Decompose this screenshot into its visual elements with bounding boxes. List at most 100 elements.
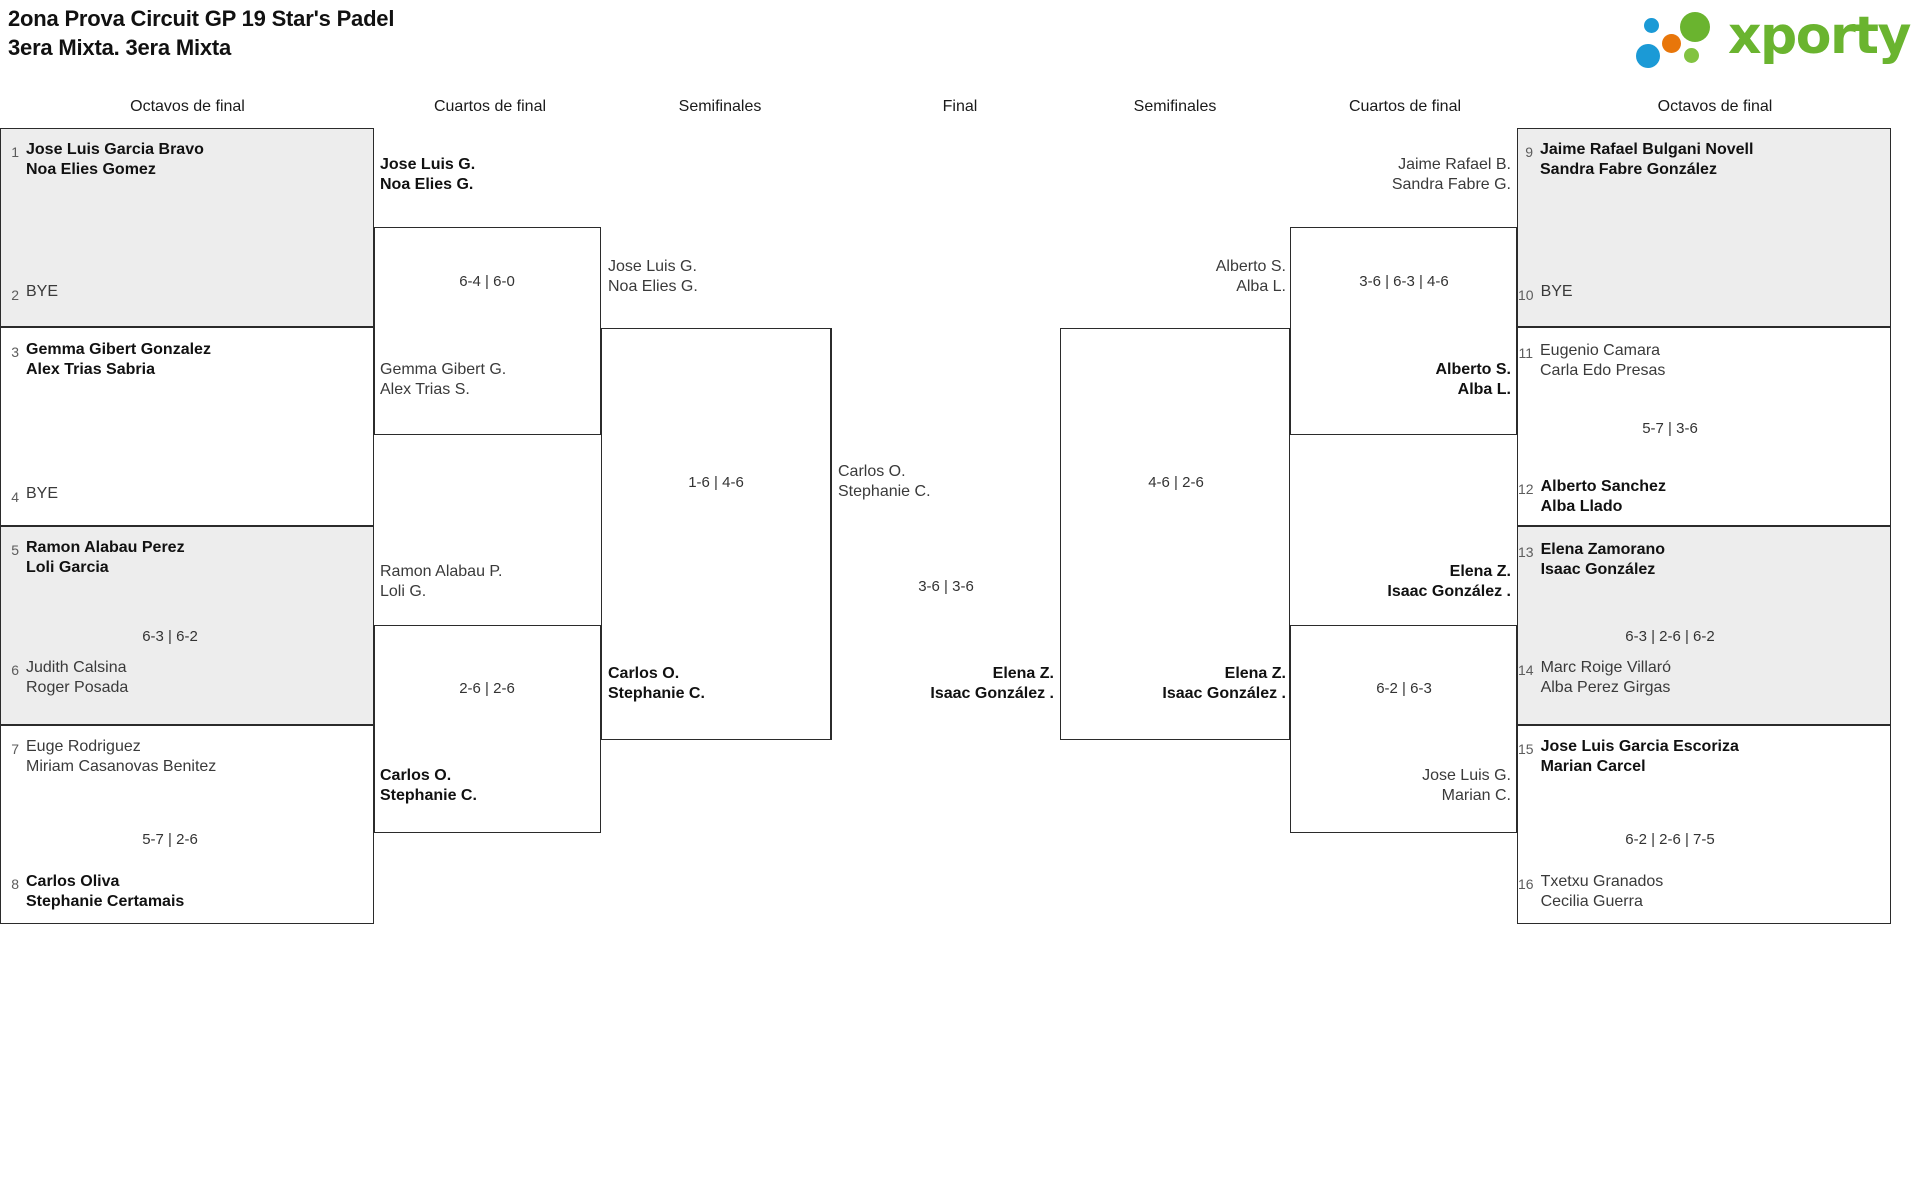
- seed-number: 8: [11, 876, 19, 892]
- team-names: Gemma Gibert G.Alex Trias S.: [380, 361, 507, 398]
- seed-number: 4: [11, 489, 19, 505]
- seed-number: 12: [1518, 481, 1534, 497]
- seed-number: 1: [11, 144, 19, 160]
- team-names: Jose Luis G.Marian C.: [1422, 767, 1511, 804]
- left-qf-score-1: 6-4 | 6-0: [459, 273, 515, 290]
- logo-dot-green-small: [1684, 48, 1699, 63]
- team-names: Jaime Rafael B.Sandra Fabre G.: [1391, 156, 1511, 193]
- right-r16-match-4[interactable]: [1517, 725, 1891, 924]
- seed-number: 10: [1518, 287, 1534, 303]
- round-header-left-sf: Semifinales: [678, 98, 762, 115]
- right-qf-score-1: 3-6 | 6-3 | 4-6: [1359, 273, 1449, 290]
- right-r16-match-2[interactable]: [1517, 327, 1891, 526]
- logo-wordmark: xporty: [1728, 6, 1911, 66]
- final-left-finalist[interactable]: Carlos O.Stephanie C.: [838, 462, 931, 501]
- right-r16-entry-10[interactable]: 10 BYE: [1518, 283, 1573, 303]
- left-sf-entry-2[interactable]: Carlos O.Stephanie C.: [608, 664, 705, 703]
- team-names: Alberto S.Alba L.: [1435, 361, 1511, 398]
- right-sf-entry-2[interactable]: Elena Z.Isaac González .: [1064, 664, 1286, 703]
- team-names: Jose Luis G.Noa Elies G.: [608, 258, 698, 295]
- right-r16-score-3: 6-3 | 2-6 | 6-2: [1625, 628, 1715, 645]
- left-qf-match-1[interactable]: [374, 227, 601, 435]
- left-sf-match-1[interactable]: [601, 328, 831, 740]
- left-r16-entry-4[interactable]: 4 BYE: [4, 485, 58, 505]
- seed-number: 15: [1518, 741, 1534, 757]
- right-r16-score-4: 6-2 | 2-6 | 7-5: [1625, 831, 1715, 848]
- left-r16-entry-2[interactable]: 2 BYE: [4, 283, 58, 303]
- seed-number: 13: [1518, 544, 1534, 560]
- team-names: Carlos O.Stephanie C.: [608, 665, 705, 702]
- seed-number: 7: [11, 741, 19, 757]
- right-qf-score-2: 6-2 | 6-3: [1376, 680, 1432, 697]
- seed-number: 5: [11, 542, 19, 558]
- seed-number: 14: [1518, 662, 1534, 678]
- left-qf-entry-2[interactable]: Gemma Gibert G.Alex Trias S.: [380, 360, 506, 399]
- right-qf-entry-2[interactable]: Alberto S.Alba L.: [1292, 360, 1511, 399]
- team-names: Ramon Alabau P.Loli G.: [380, 563, 503, 600]
- round-header-final: Final: [942, 98, 978, 115]
- bye-label: BYE: [26, 485, 59, 502]
- left-qf-match-2[interactable]: [374, 625, 601, 833]
- right-qf-entry-4[interactable]: Jose Luis G.Marian C.: [1292, 766, 1511, 805]
- tournament-title: 2ona Prova Circuit GP 19 Star's Padel: [8, 6, 395, 31]
- left-r16-match-3[interactable]: [0, 526, 374, 725]
- seed-number: 9: [1525, 144, 1533, 160]
- seed-number: 11: [1518, 345, 1533, 361]
- team-names: Elena Z.Isaac González .: [1387, 563, 1511, 600]
- left-r16-match-1[interactable]: [0, 128, 374, 327]
- right-r16-match-3[interactable]: [1517, 526, 1891, 725]
- round-header-left-qf: Cuartos de final: [433, 98, 547, 115]
- round-header-right-r16: Octavos de final: [1657, 98, 1773, 115]
- right-qf-match-2[interactable]: [1290, 625, 1517, 833]
- right-sf-match-1[interactable]: [1060, 328, 1290, 740]
- right-qf-entry-3[interactable]: Elena Z.Isaac González .: [1292, 562, 1511, 601]
- right-r16-match-1[interactable]: [1517, 128, 1891, 327]
- team-names: Elena Z.Isaac González .: [1162, 665, 1286, 702]
- bye-label: BYE: [1540, 283, 1573, 300]
- team-names: Jose Luis G.Noa Elies G.: [380, 156, 476, 193]
- left-qf-entry-1[interactable]: Jose Luis G.Noa Elies G.: [380, 155, 475, 194]
- team-names: Elena Z.Isaac González .: [930, 665, 1054, 702]
- left-qf-entry-3[interactable]: Ramon Alabau P.Loli G.: [380, 562, 502, 601]
- logo-dot-orange: [1662, 34, 1681, 53]
- left-sf-score: 1-6 | 4-6: [688, 474, 744, 491]
- right-qf-match-1[interactable]: [1290, 227, 1517, 435]
- left-r16-match-2[interactable]: [0, 327, 374, 526]
- right-sf-entry-1[interactable]: Alberto S.Alba L.: [1064, 257, 1286, 296]
- logo-dot-blue-large: [1636, 44, 1660, 68]
- left-qf-entry-4[interactable]: Carlos O.Stephanie C.: [380, 766, 477, 805]
- final-right-finalist[interactable]: Elena Z.Isaac González .: [834, 664, 1054, 703]
- tournament-subtitle: 3era Mixta. 3era Mixta: [8, 35, 232, 61]
- bye-label: BYE: [26, 283, 59, 300]
- final-score: 3-6 | 3-6: [918, 578, 974, 595]
- left-sf-entry-1[interactable]: Jose Luis G.Noa Elies G.: [608, 257, 698, 296]
- right-qf-entry-1[interactable]: Jaime Rafael B.Sandra Fabre G.: [1292, 155, 1511, 194]
- left-r16-score-4: 5-7 | 2-6: [142, 831, 198, 848]
- xporty-logo[interactable]: xporty: [1636, 6, 1911, 68]
- left-r16-match-4[interactable]: [0, 725, 374, 924]
